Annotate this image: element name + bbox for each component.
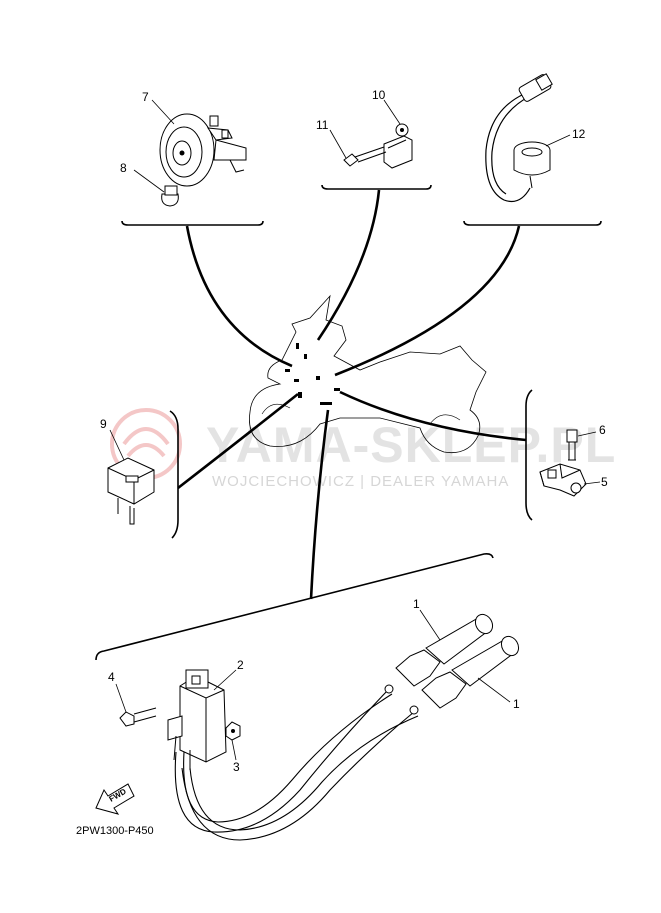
horn-part[interactable] bbox=[159, 113, 247, 187]
crank-sensor-part[interactable] bbox=[539, 463, 587, 497]
callout-7: 7 bbox=[142, 90, 149, 104]
callout-6: 6 bbox=[599, 423, 606, 437]
coil-bolt-part[interactable] bbox=[119, 707, 157, 727]
callout-2: 2 bbox=[237, 658, 244, 672]
callout-8: 8 bbox=[120, 161, 127, 175]
relay-part[interactable] bbox=[107, 457, 155, 525]
motorcycle-silhouette bbox=[249, 294, 487, 454]
spark-plug-caps-part[interactable] bbox=[174, 611, 522, 841]
horn-nut-part[interactable] bbox=[161, 185, 179, 207]
key-switch-part[interactable] bbox=[485, 73, 553, 203]
watermark-tagline: WOJCIECHOWICZ | DEALER YAMAHA bbox=[212, 473, 509, 490]
callout-3: 3 bbox=[233, 760, 240, 774]
callout-1-lower: 1 bbox=[513, 697, 520, 711]
sensor-bolt-part[interactable] bbox=[343, 146, 387, 167]
callout-labels: 7 8 10 11 12 9 6 5 1 1 2 4 3 bbox=[100, 88, 608, 774]
callout-5: 5 bbox=[601, 475, 608, 489]
callout-9: 9 bbox=[100, 417, 107, 431]
crank-sensor-bolt-part[interactable] bbox=[566, 429, 578, 461]
diagram-code: 2PW1300-P450 bbox=[76, 825, 154, 837]
connector-lines bbox=[177, 189, 527, 600]
watermark-brand: YAMA-SKLEP.PL bbox=[206, 417, 616, 473]
callout-1-upper: 1 bbox=[413, 597, 420, 611]
fwd-arrow-icon: FWD bbox=[95, 783, 135, 815]
group-brackets bbox=[95, 184, 602, 661]
callout-10: 10 bbox=[372, 88, 386, 102]
callout-11: 11 bbox=[316, 118, 329, 132]
sensor-part[interactable] bbox=[383, 123, 413, 169]
ignition-coil-part[interactable] bbox=[167, 669, 227, 770]
coil-nut-part[interactable] bbox=[225, 721, 241, 741]
watermark: YAMA-SKLEP.PL WOJCIECHOWICZ | DEALER YAM… bbox=[110, 408, 616, 490]
callout-leaders bbox=[109, 99, 601, 761]
callout-4: 4 bbox=[108, 670, 115, 684]
callout-12: 12 bbox=[572, 127, 586, 141]
location-markers bbox=[285, 343, 340, 405]
